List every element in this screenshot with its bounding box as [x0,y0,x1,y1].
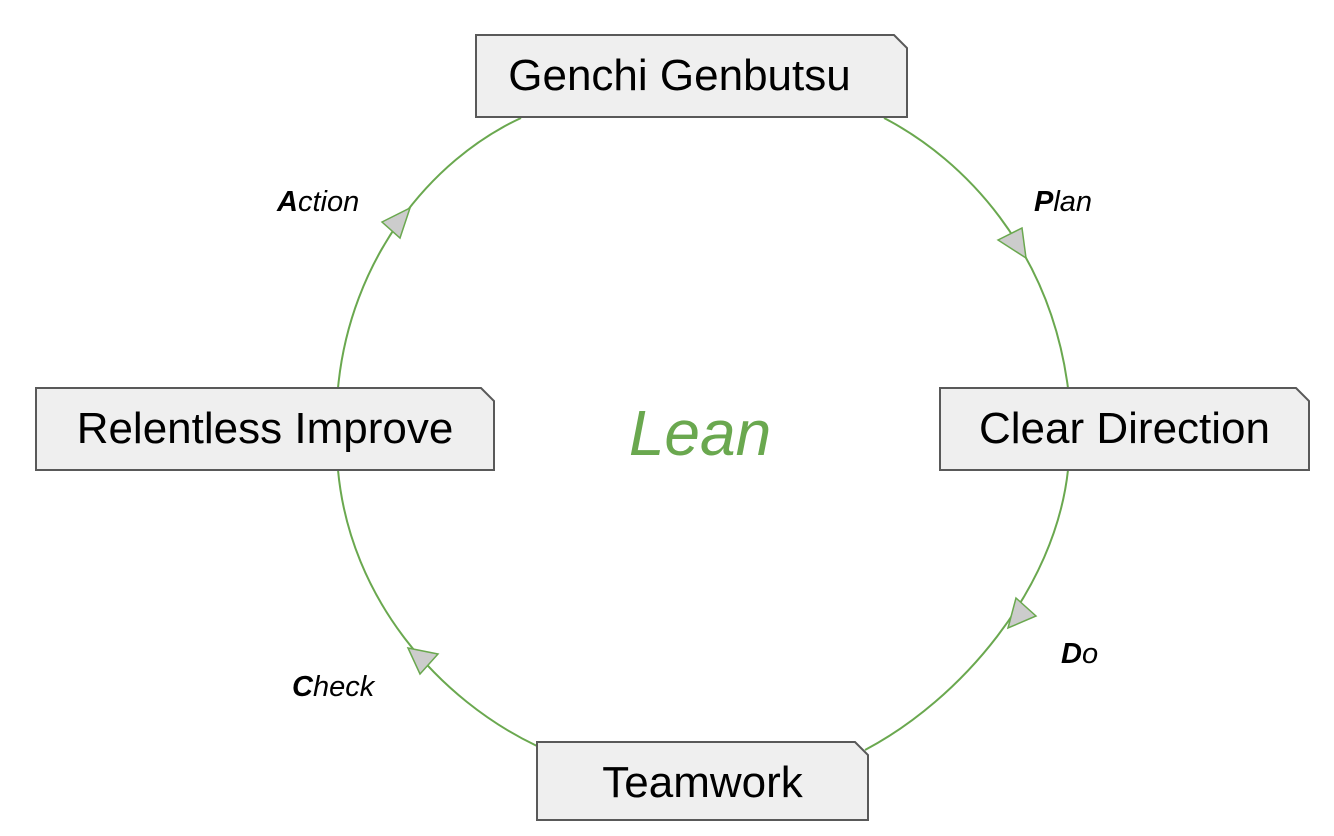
cycle-arc-action [337,117,522,389]
step-label-check: Check [292,671,374,704]
do-arrow-icon [1006,596,1038,630]
cycle-arc-check [337,469,538,747]
step-initial-action: A [277,186,298,218]
node-box-top [475,34,908,118]
node-box-left [35,387,495,471]
node-box-bottom [536,741,869,821]
step-initial-check: C [292,671,313,703]
action-arrow-icon [380,206,412,240]
cycle-arc-plan [883,117,1069,389]
check-arrow-icon [406,646,440,676]
step-initial-plan: P [1034,186,1054,218]
plan-arrow-icon [996,226,1027,260]
center-title: Lean [628,397,772,469]
step-rest-plan: lan [1053,186,1093,218]
step-label-do: Do [1061,638,1098,671]
cycle-arc-do [864,469,1069,751]
node-box-right [939,387,1310,471]
step-rest-check: heck [312,671,375,703]
step-label-action: Action [277,186,359,219]
step-label-plan: Plan [1034,186,1092,219]
step-initial-do: D [1061,638,1082,670]
step-rest-do: o [1081,638,1099,670]
step-rest-action: ction [297,186,360,218]
